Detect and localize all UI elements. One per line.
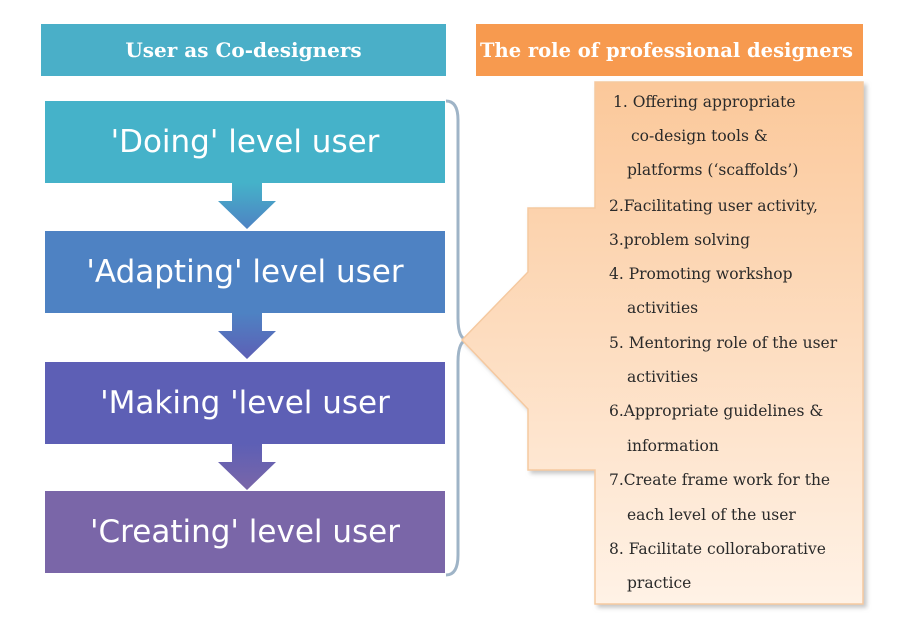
roles-list: 1. Offering appropriate co-design tools &… bbox=[595, 82, 863, 604]
role-line: co-design tools & bbox=[631, 127, 768, 145]
role-line: each level of the user bbox=[627, 506, 796, 524]
header-user-as-co-designers: User as Co-designers bbox=[41, 24, 446, 76]
curly-brace bbox=[445, 99, 469, 577]
level-adapting: 'Adapting' level user bbox=[45, 231, 445, 313]
level-creating: 'Creating' level user bbox=[45, 491, 445, 573]
level-making: 'Making 'level user bbox=[45, 362, 445, 444]
role-line: 6.Appropriate guidelines & bbox=[609, 402, 824, 420]
down-arrow-1 bbox=[218, 183, 276, 229]
role-line: practice bbox=[627, 574, 692, 592]
level-doing: 'Doing' level user bbox=[45, 101, 445, 183]
role-line: 7.Create frame work for the bbox=[609, 471, 831, 489]
role-line: information bbox=[627, 437, 719, 455]
role-line: 1. Offering appropriate bbox=[613, 93, 796, 111]
role-line: activities bbox=[627, 368, 699, 386]
role-line: 5. Mentoring role of the user bbox=[609, 334, 838, 352]
role-line: 8. Facilitate colloraborative bbox=[609, 540, 826, 558]
role-line: platforms (‘scaffolds’) bbox=[627, 161, 799, 179]
role-line: 4. Promoting workshop bbox=[609, 265, 793, 283]
down-arrow-3 bbox=[218, 444, 276, 490]
role-line: 2.Facilitating user activity, bbox=[609, 197, 818, 215]
down-arrow-2 bbox=[218, 313, 276, 359]
role-line: 3.problem solving bbox=[609, 231, 750, 249]
header-role-of-professional-designers: The role of professional designers bbox=[476, 24, 863, 76]
role-line: activities bbox=[627, 299, 699, 317]
